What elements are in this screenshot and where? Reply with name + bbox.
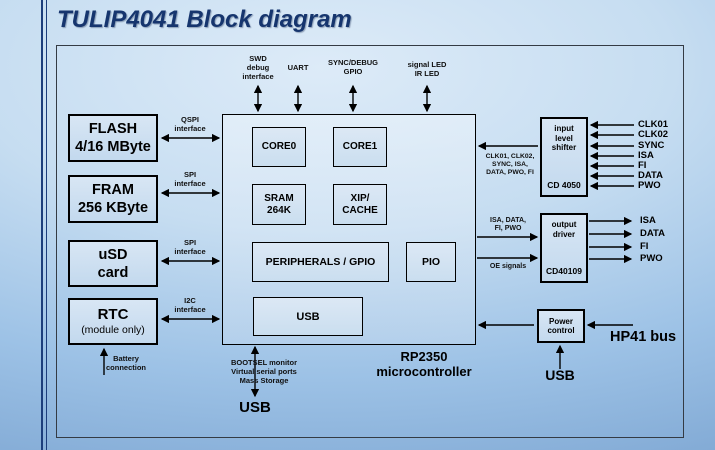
peripherals-gpio-block: PERIPHERALS / GPIO (252, 242, 389, 282)
usd-card-block: uSD card (68, 240, 158, 287)
input-bus-signals-label: CLK01, CLK02, SYNC, ISA, DATA, PWO, FI (485, 153, 535, 176)
flash-block: FLASH 4/16 MByte (68, 114, 158, 162)
left-accent-line-outer (41, 0, 44, 450)
hp41-bus-label: HP41 bus (610, 329, 677, 345)
left-accent-line-inner (46, 0, 48, 450)
pwo-out-label: PWO (640, 253, 663, 264)
data-out-label: DATA (640, 228, 665, 239)
page-title: TULIP4041 Block diagram (57, 6, 352, 33)
output-driver-block: output driver CD40109 (540, 213, 588, 283)
core0-block: CORE0 (252, 127, 306, 167)
fram-block: FRAM 256 KByte (68, 175, 158, 223)
usd-spi-interface-label: SPI interface (174, 238, 206, 256)
oe-signals-label: OE signals (489, 263, 527, 270)
cd40109-part-label: CD40109 (546, 265, 582, 276)
bootsel-label: BOOTSEL monitor Virtual serial ports Mas… (230, 358, 298, 385)
fi-out-label: FI (640, 241, 649, 252)
usb-bottom-label: USB (239, 399, 271, 416)
flash-label-line2: 4/16 MByte (75, 139, 151, 155)
clk02-signal-label: CLK02 (638, 129, 669, 140)
xip-cache-block: XIP/ CACHE (333, 184, 387, 225)
isa-out-label: ISA (640, 215, 656, 226)
rtc-block: RTC (module only) (68, 298, 158, 345)
fi-signal-label: FI (638, 160, 647, 171)
sync-signal-label: SYNC (638, 140, 665, 151)
core1-block: CORE1 (333, 127, 387, 167)
fram-label-line1: FRAM (92, 182, 134, 198)
swd-debug-interface-label: SWD debug interface (242, 54, 274, 81)
input-level-shifter-block: input level shifter CD 4050 (540, 117, 588, 197)
diagram-frame (56, 45, 684, 438)
battery-connection-label: Battery connection (105, 354, 146, 372)
rtc-label-line1: RTC (97, 306, 129, 323)
clk01-signal-label: CLK01 (638, 119, 669, 130)
sram-block: SRAM 264K (252, 184, 306, 225)
cd4050-part-label: CD 4050 (547, 179, 581, 190)
rtc-label-line2: (module only) (81, 324, 145, 336)
pio-block: PIO (406, 242, 456, 282)
rp2350-name-label: RP2350 microcontroller (376, 349, 472, 379)
usb-power-label: USB (545, 367, 575, 383)
sync-debug-gpio-label: SYNC/DEBUG GPIO (327, 58, 378, 76)
fram-spi-interface-label: SPI interface (174, 170, 206, 188)
usb-block: USB (253, 297, 363, 336)
flash-label-line1: FLASH (88, 121, 138, 137)
usd-label-line2: card (97, 264, 129, 281)
signal-led-ir-led-label: signal LED IR LED (407, 60, 447, 78)
power-control-block: Power control (537, 309, 585, 343)
usd-label-line1: uSD (98, 246, 128, 263)
isa-signal-label: ISA (638, 150, 654, 161)
output-bus-signals-label: ISA, DATA, FI, PWO (490, 217, 526, 232)
pwo-signal-label: PWO (638, 180, 661, 191)
qspi-interface-label: QSPI interface (174, 115, 206, 133)
uart-label: UART (287, 63, 309, 72)
data-signal-label: DATA (638, 170, 663, 181)
fram-label-line2: 256 KByte (77, 200, 149, 216)
i2c-interface-label: I2C interface (174, 296, 206, 314)
